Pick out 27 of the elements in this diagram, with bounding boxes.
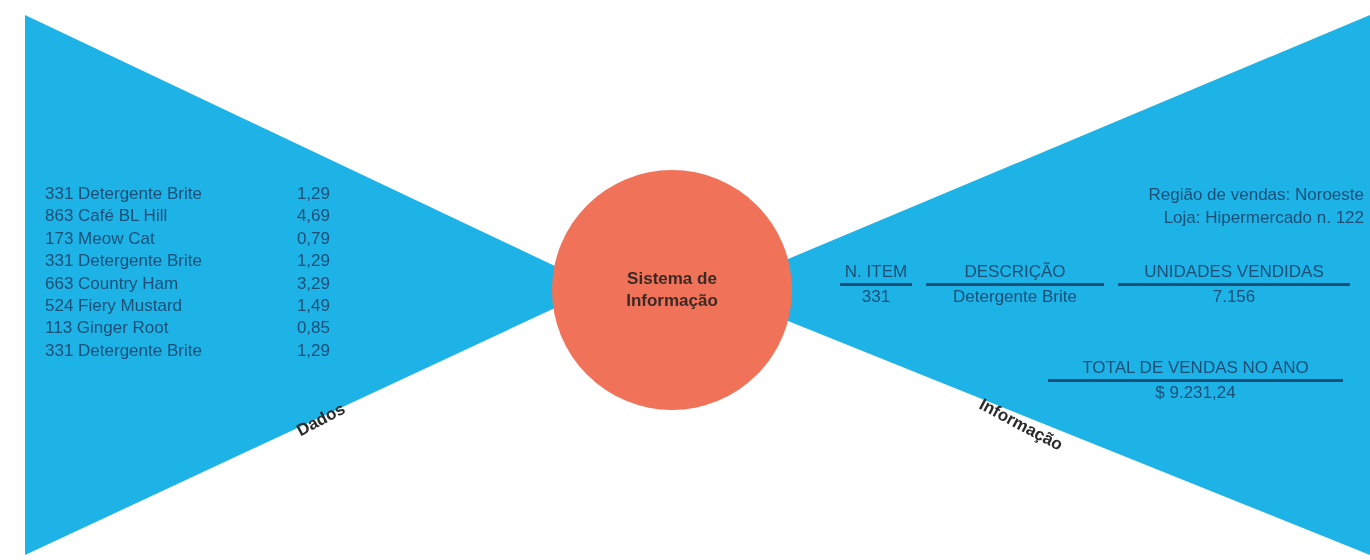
table-value: 7.156 — [1211, 286, 1257, 307]
column-header: TOTAL DE VENDAS NO ANO — [1048, 358, 1343, 382]
total-value: $ 9.231,24 — [1154, 382, 1237, 403]
column-header: UNIDADES VENDIDAS — [1118, 262, 1350, 286]
item-text: 331 Detergente Brite — [45, 183, 203, 205]
price-text: 3,29 — [295, 272, 330, 295]
price-text: 1,29 — [295, 339, 330, 362]
price-text: 1,29 — [295, 183, 330, 205]
item-text: 113 Ginger Root — [45, 317, 170, 340]
table-value: Detergente Brite — [952, 286, 1078, 307]
circle-label: Sistema de Informação — [625, 267, 719, 312]
info-text: Região de vendas: Noroeste — [1148, 185, 1364, 205]
price-text: 0,79 — [295, 227, 330, 250]
item-text: 524 Fiery Mustard — [45, 295, 183, 318]
item-text: 663 Country Ham — [45, 272, 180, 295]
item-text: 331 Detergente Brite — [45, 250, 203, 273]
price-text: 0,85 — [295, 317, 330, 340]
price-text: 4,69 — [295, 205, 330, 228]
column-header: N. ITEM — [840, 262, 912, 286]
table-value: 331 — [860, 286, 892, 307]
item-text: 173 Meow Cat — [45, 227, 156, 250]
price-text: 1,49 — [295, 295, 330, 318]
item-text: 331 Detergente Brite — [45, 339, 203, 362]
info-text: Loja: Hipermercado n. 122 — [1163, 208, 1364, 228]
item-text: 863 Café BL Hill — [45, 205, 169, 228]
column-header: DESCRIÇÃO — [926, 262, 1104, 286]
price-text: 1,29 — [295, 250, 330, 273]
